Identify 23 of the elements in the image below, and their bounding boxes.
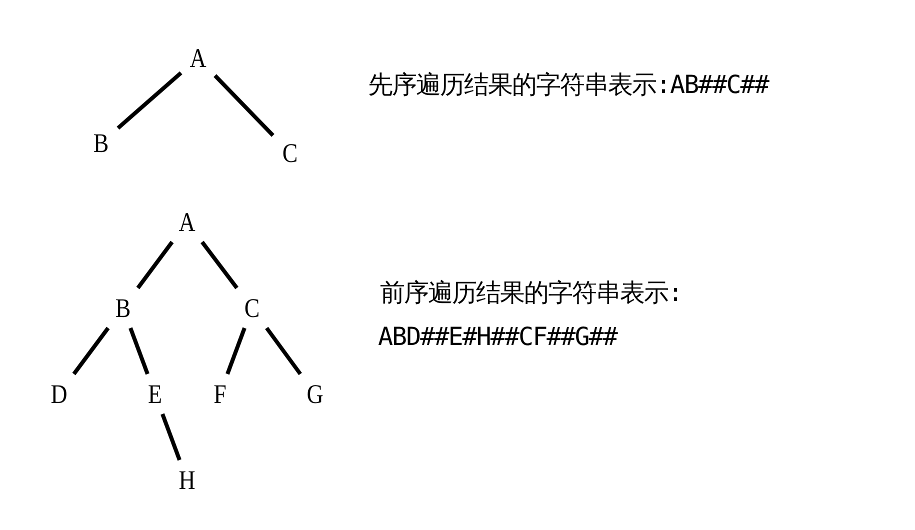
tree-node-label: B: [108, 288, 138, 328]
tree-node-label: D: [44, 374, 74, 414]
tree-node-label: A: [172, 202, 202, 242]
tree-edge: [160, 413, 182, 461]
tree-edge: [116, 71, 182, 130]
tree-edge: [265, 326, 302, 376]
traversal-text: ABD##E#H##CF##G##: [378, 322, 617, 351]
traversal-text: 先序遍历结果的字符串表示:AB##C##: [368, 69, 768, 101]
tree-node-label: G: [300, 374, 330, 414]
tree-node-label: E: [140, 374, 170, 414]
tree-edge: [200, 240, 238, 290]
tree-node-label: B: [86, 123, 116, 163]
tree-edge: [128, 327, 150, 375]
tree-edge: [72, 326, 110, 376]
tree-node-label: C: [238, 288, 266, 328]
tree-node-label: F: [206, 374, 234, 414]
tree-node-label: H: [172, 460, 202, 500]
tree-node-label: C: [276, 133, 304, 173]
traversal-text: 前序遍历结果的字符串表示:: [380, 277, 682, 309]
tree-edge: [136, 240, 174, 290]
tree-edge: [214, 74, 274, 137]
tree-edge: [226, 327, 246, 375]
tree-node-label: A: [184, 38, 212, 78]
